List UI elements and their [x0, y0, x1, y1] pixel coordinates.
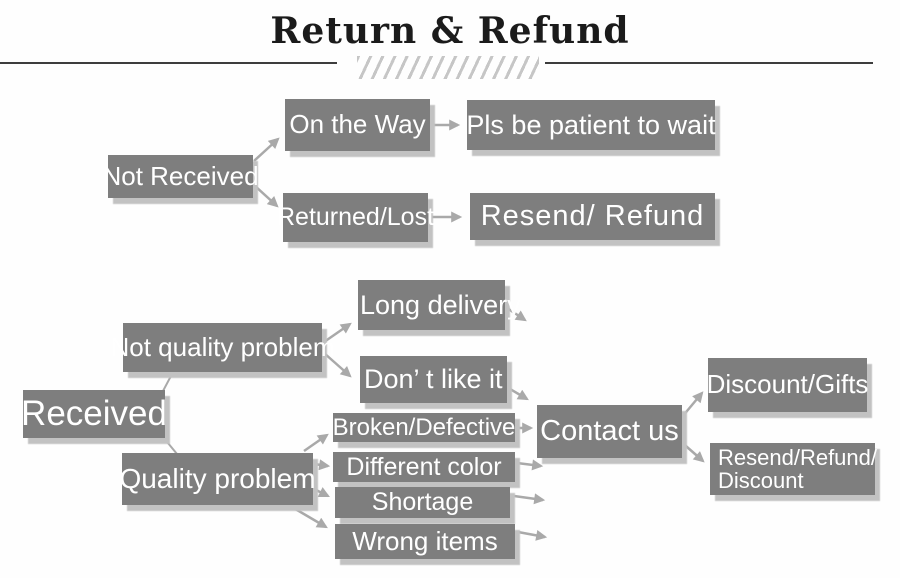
arrow-quality-to-broken-defective — [303, 433, 329, 453]
arrow-not-received-to-on-the-way — [253, 137, 280, 162]
node-resend-refund-discount-line2: Discount — [718, 468, 804, 493]
arrow-shortage-out — [513, 493, 546, 505]
arrow-dont-like-it-to-contact-us — [504, 384, 529, 401]
node-resend-refund: Resend/ Refund — [470, 193, 715, 240]
arrow-different-color-out — [516, 459, 544, 471]
arrow-wrong-items-out — [517, 529, 548, 541]
node-different-color: Different color — [333, 452, 515, 482]
line-received-to-not-quality-problem — [162, 373, 173, 392]
node-discount-gifts: Discount/Gifts — [707, 358, 868, 412]
header-rule-left — [0, 62, 337, 64]
arrow-contact-us-to-resend-refund-discount — [678, 439, 705, 463]
node-not-quality-problem: Not quality problem — [111, 323, 335, 372]
node-shortage: Shortage — [335, 487, 510, 518]
header-hatch-decoration — [357, 56, 539, 79]
node-quality-problem: Quality problem — [119, 453, 316, 505]
node-not-received: Not Received — [102, 155, 259, 198]
node-dont-like-it: Don’ t like it — [360, 356, 507, 403]
arrow-quality-to-shortage — [313, 487, 330, 498]
line-received-to-quality-problem — [162, 436, 178, 455]
node-wrong-items: Wrong items — [335, 524, 515, 559]
node-returned-lost: Returned/Lost — [277, 193, 434, 242]
arrow-quality-to-different-color — [313, 459, 331, 471]
node-broken-defective: Broken/Defective — [332, 413, 516, 442]
node-contact-us: Contact us — [537, 405, 682, 458]
node-on-the-way: On the Way — [285, 99, 430, 151]
node-resend-refund-discount-line1: Resend/Refund/ — [718, 444, 877, 470]
node-pls-be-patient: Pls be patient to wait — [466, 100, 716, 150]
arrow-contact-us-to-discount-gifts — [681, 391, 704, 418]
node-resend-refund-discount: Resend/Refund/ Discount — [710, 443, 877, 495]
page-title: Return & Refund — [270, 10, 630, 52]
node-long-delivery: Long delivery — [358, 280, 521, 330]
node-received: Received — [21, 390, 167, 438]
header-rule-right — [545, 62, 873, 64]
arrow-quality-to-wrong-items — [291, 505, 328, 529]
